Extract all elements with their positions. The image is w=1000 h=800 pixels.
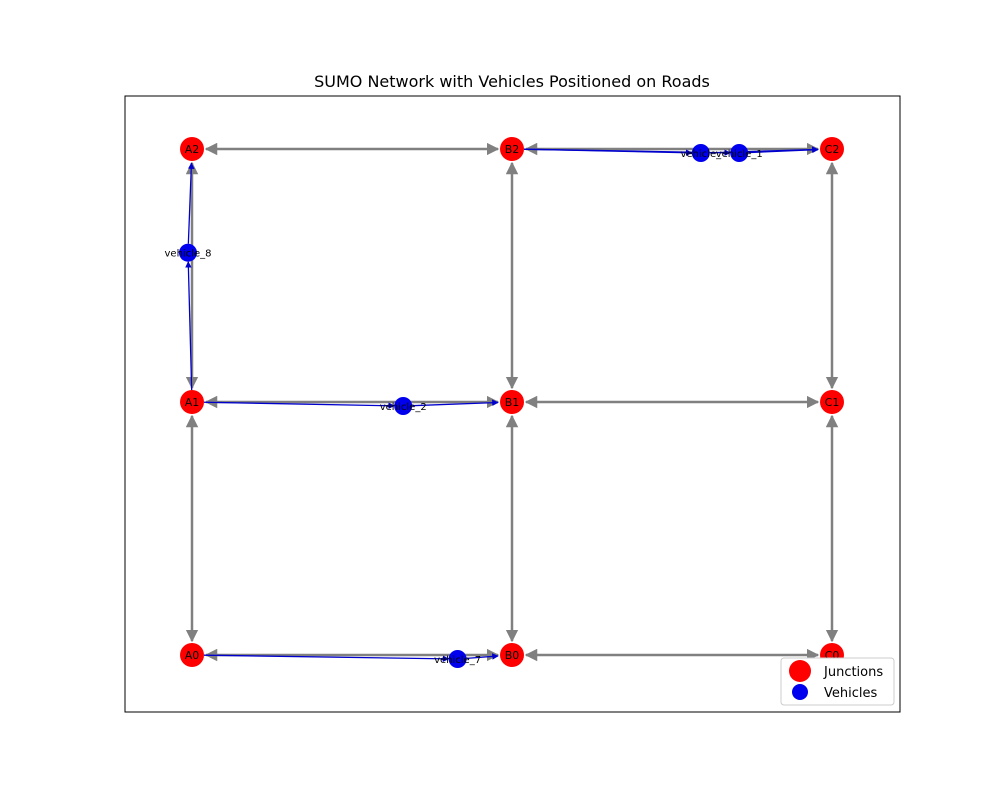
- route-vehicle_7-in: [203, 654, 450, 663]
- vehicle-vehicle_7: [448, 650, 467, 668]
- junction-C1: [820, 390, 844, 414]
- vehicle-label-vehicle_1: vehicle_1: [716, 149, 763, 160]
- junction-label-B2: B2: [505, 143, 520, 156]
- route-vehicle_2-in: [203, 401, 395, 409]
- vehicle-vehicle_2: [394, 397, 413, 415]
- vehicle-vehicle_8: [179, 243, 197, 262]
- junction-A0: [180, 643, 204, 667]
- legend-junctions-label: Junctions: [823, 665, 883, 680]
- vehicle-label-vehicle_7: vehicle_7: [434, 655, 481, 666]
- junction-label-A1: A1: [185, 396, 200, 409]
- junction-label-C2: C2: [825, 143, 840, 156]
- route-vehicle_8-out: [187, 162, 195, 244]
- legend-vehicles-label: Vehicles: [824, 686, 877, 701]
- junction-B2: [500, 137, 524, 161]
- junction-label-C1: C1: [825, 396, 840, 409]
- legend-junction-marker: [789, 660, 811, 682]
- junction-A1: [180, 390, 204, 414]
- legend-vehicle-marker: [792, 684, 808, 700]
- junction-label-B1: B1: [505, 396, 520, 409]
- junction-label-A0: A0: [185, 649, 200, 662]
- junction-label-A2: A2: [185, 143, 200, 156]
- chart-title: SUMO Network with Vehicles Positioned on…: [314, 72, 710, 91]
- vehicle-label-vehicle_2: vehicle_2: [380, 402, 427, 413]
- junction-C2: [820, 137, 844, 161]
- junction-B0: [500, 643, 524, 667]
- junction-B1: [500, 390, 524, 414]
- vehicle-label-vehicle_8: vehicle_8: [165, 249, 212, 260]
- route-vehicle_x-in: [523, 148, 693, 156]
- route-vehicle_8-in: [185, 261, 193, 391]
- vehicle-label-vehicle_x: vehicle_: [680, 149, 722, 160]
- route-vehicle_2-out: [412, 399, 499, 407]
- vehicle-vehicle_x: [691, 144, 710, 162]
- roads-layer: [185, 142, 839, 662]
- route-vehicle_x-out: [709, 146, 819, 154]
- vehicle-routes-layer: [185, 146, 819, 663]
- legend: Junctions Vehicles: [780, 657, 895, 706]
- plot-frame: [124, 95, 901, 713]
- vehicle-vehicle_1: [730, 144, 749, 162]
- junction-label-B0: B0: [505, 649, 520, 662]
- route-vehicle_7-out: [466, 653, 499, 660]
- junction-A2: [180, 137, 204, 161]
